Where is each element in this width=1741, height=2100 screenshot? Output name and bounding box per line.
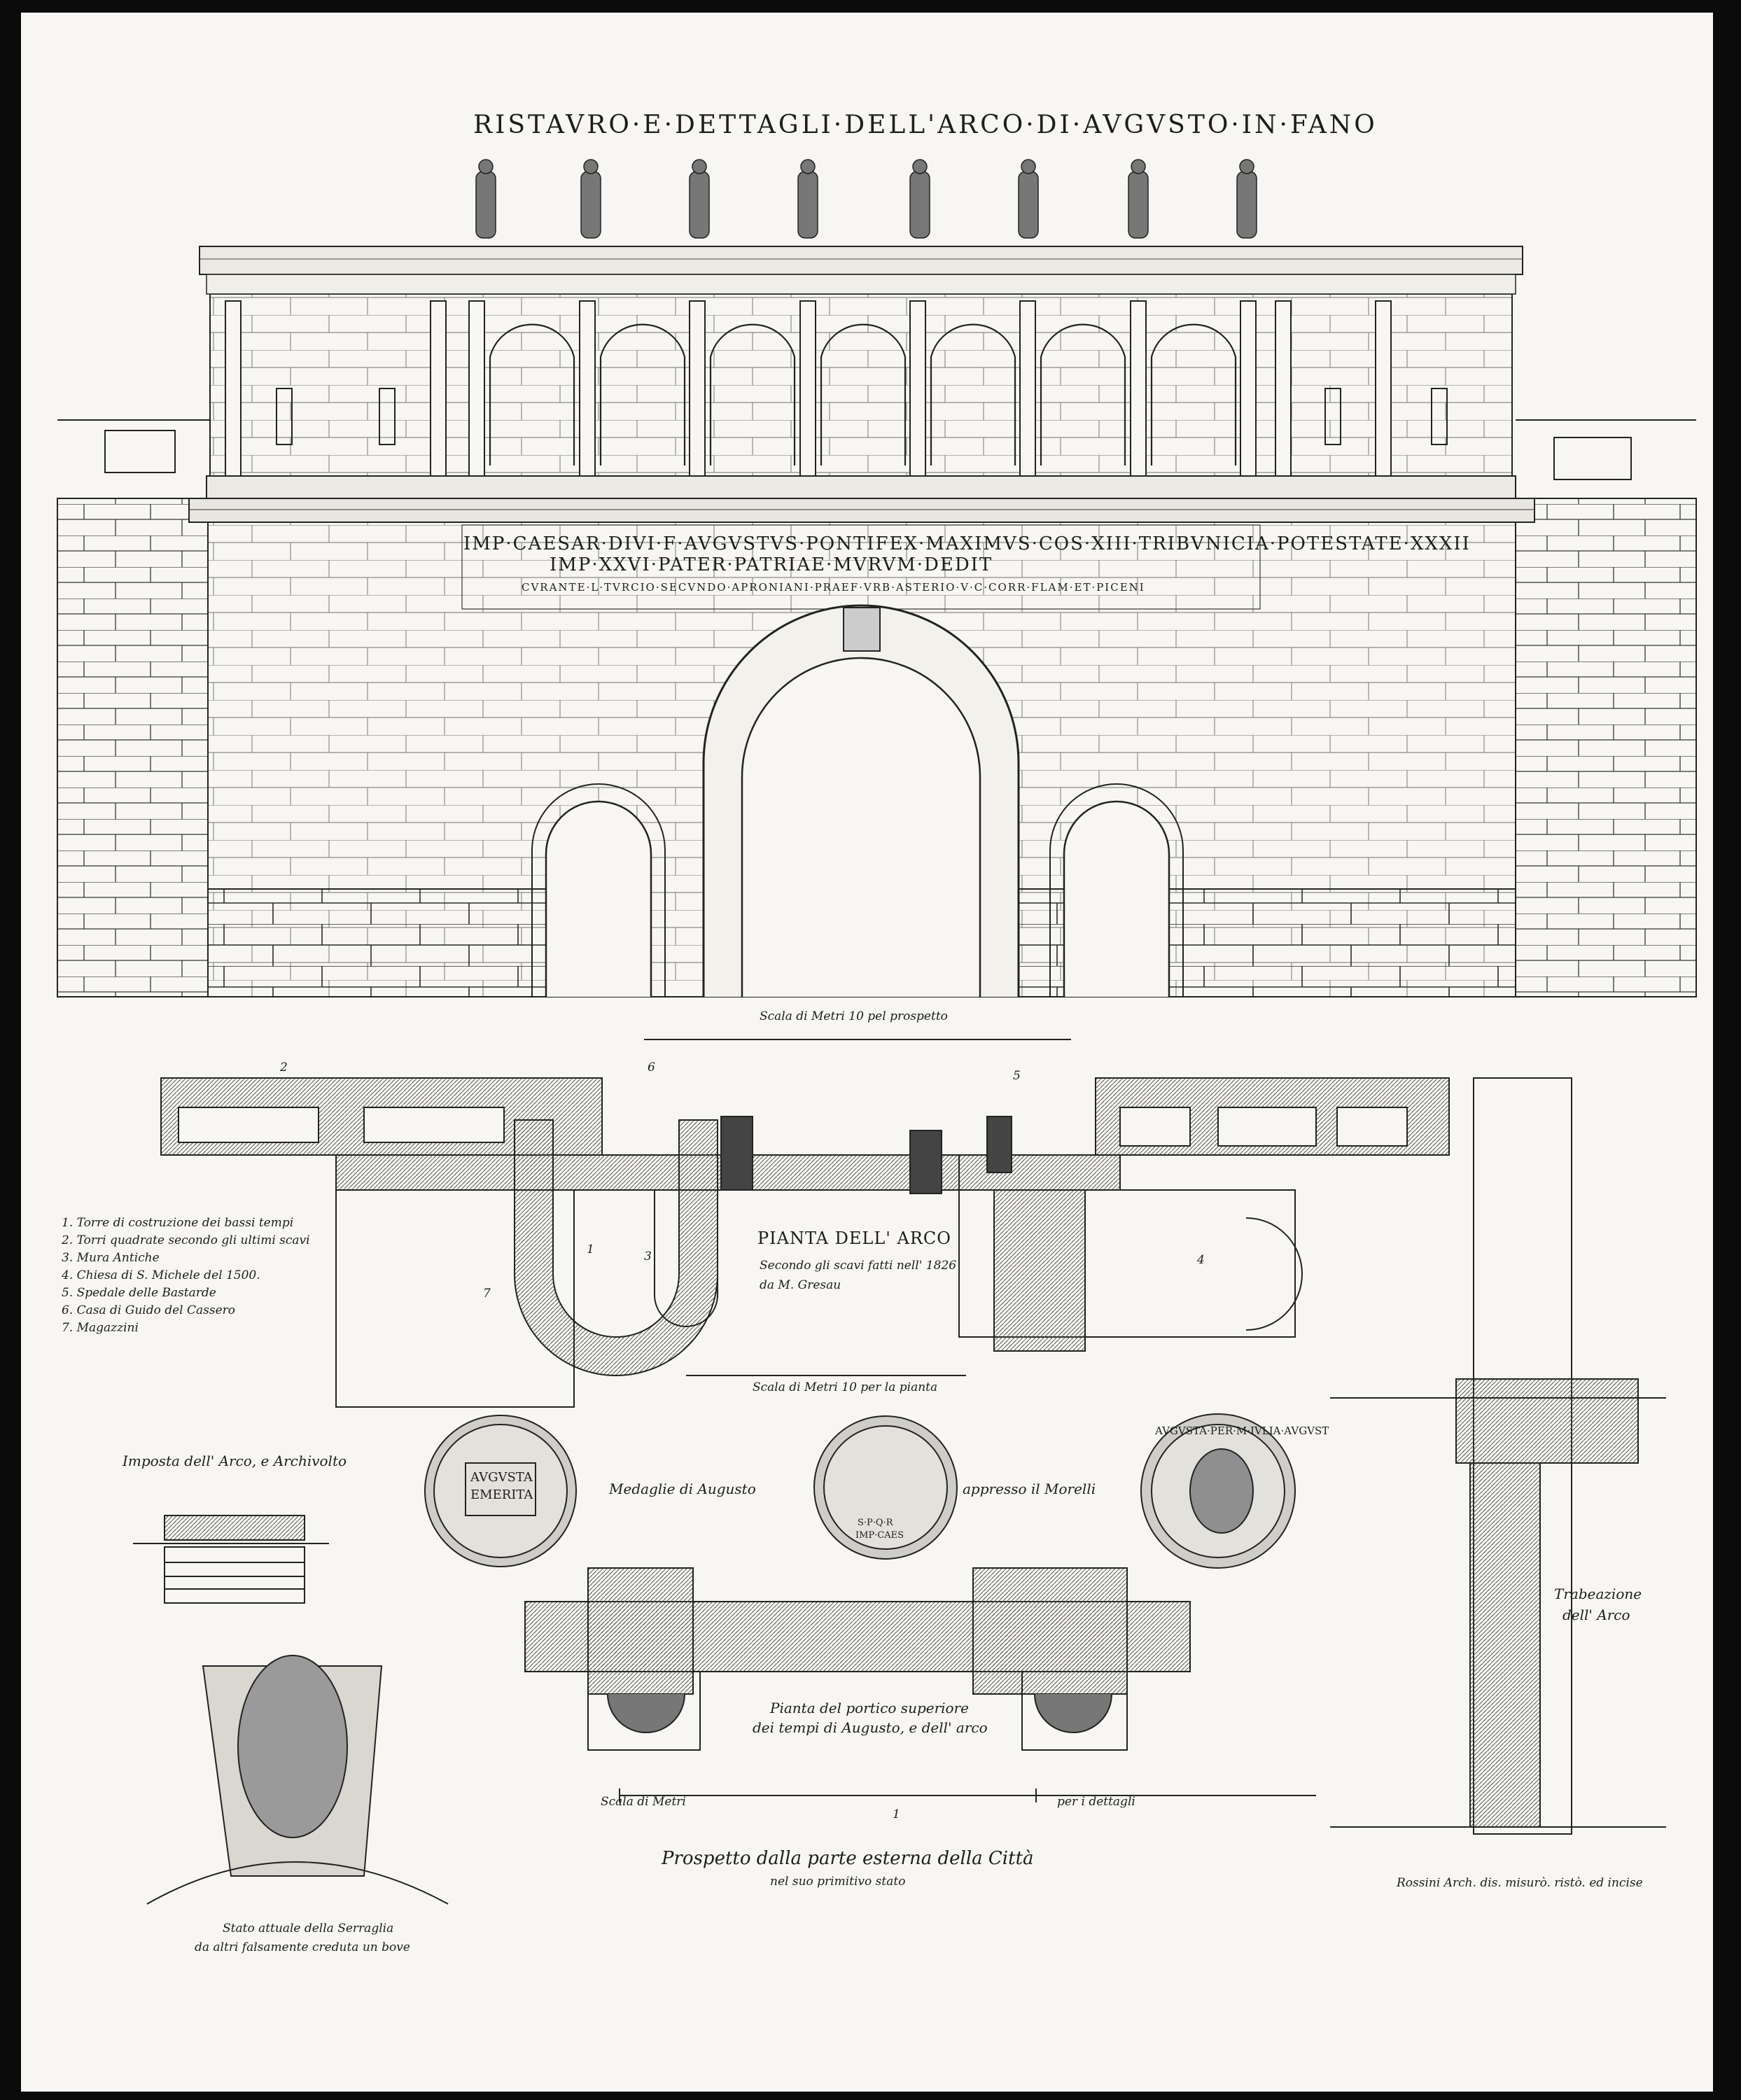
keystone-detail [146,1655,449,1905]
plan-scale-label: Scala di Metri 10 per la pianta [753,1380,938,1394]
coins [424,1413,1296,1569]
plan-subtitle-2: da M. Gresau [760,1278,841,1292]
coin-2-text-line-2: IMP·CAES [855,1530,904,1541]
main-caption-sub: nel suo primitivo stato [770,1875,906,1889]
plate-border-left [0,0,21,2100]
details-scale-mark: 1 [893,1807,900,1821]
imposta-detail [133,1515,329,1604]
plan-label-2: 2 [280,1060,288,1074]
plan-label-4: 4 [1197,1253,1205,1267]
inscription-line-2: IMP·XXVI·PATER·PATRIAE·MVRVM·DEDIT [550,554,993,575]
portico-caption-1: Pianta del portico superiore [770,1700,969,1716]
legend-item: 4. Chiesa di S. Michele del 1500. [62,1268,260,1282]
plate-border-top [0,0,1741,13]
coin-2-text-line-1: S·P·Q·R [858,1518,893,1528]
engraver-signature: Rossini Arch. dis. misurò. ristò. ed inc… [1397,1876,1643,1890]
plan-legend: 1. Torre di costruzione dei bassi tempi … [62,1214,310,1337]
legend-item: 6. Casa di Guido del Cassero [62,1303,236,1317]
main-caption: Prospetto dalla parte esterna della Citt… [662,1848,1034,1869]
plan-label-1: 1 [587,1242,594,1256]
plan-label-6: 6 [648,1060,655,1074]
plan-label-3: 3 [644,1250,652,1264]
portico-plan [524,1567,1316,1802]
coin-1-text-line-1: AVGVSTA [470,1470,533,1485]
legend-item: 5. Spedale delle Bastarde [62,1286,216,1300]
keystone-caption-1: Stato attuale della Serraglia [223,1921,394,1935]
plan-subtitle-1: Secondo gli scavi fatti nell' 1826 [760,1259,957,1273]
coin-3-legend: AVGVSTA·PER·M·IVLIA·AVGVST [1155,1424,1329,1437]
plate-title: RISTAVRO·E·DETTAGLI·DELL'ARCO·DI·AVGVSTO… [473,111,1378,139]
portico-caption-2: dei tempi di Augusto, e dell' arco [753,1719,988,1736]
plan-label-7: 7 [483,1287,491,1301]
medals-caption-left: Medaglie di Augusto [609,1480,756,1497]
trabeazione-label: Trabeazione [1554,1586,1642,1602]
details-scale-suffix: per i dettagli [1057,1795,1135,1809]
elevation-scale-label: Scala di Metri 10 pel prospetto [760,1009,948,1023]
coin-1-text-line-2: EMERITA [470,1488,533,1502]
details-scale-label: Scala di Metri [601,1795,686,1809]
legend-item: 7. Magazzini [62,1321,139,1335]
imposta-label: Imposta dell' Arco, e Archivolto [123,1452,347,1469]
legend-item: 3. Mura Antiche [62,1251,160,1265]
medals-caption-right: appresso il Morelli [963,1480,1096,1497]
legend-item: 1. Torre di costruzione dei bassi tempi [62,1216,294,1230]
inscription-line-3: CVRANTE·L·TVRCIO·SECVNDO·APRONIANI·PRAEF… [522,581,1145,594]
plate-border-bottom [0,2092,1741,2100]
plan-label-5: 5 [1013,1069,1021,1083]
plan-title: PIANTA DELL' ARCO [757,1228,951,1248]
plan [160,1077,1666,1835]
keystone-caption-2: da altri falsamente creduta un bove [195,1940,410,1954]
legend-item: 2. Torri quadrate secondo gli ultimi sca… [62,1233,310,1247]
inscription-line-1: IMP·CAESAR·DIVI·F·AVGVSTVS·PONTIFEX·MAXI… [463,533,1471,554]
elevation [57,159,1697,1040]
plate-border-right [1713,0,1741,2100]
trabeazione-label-2: dell' Arco [1562,1606,1630,1623]
